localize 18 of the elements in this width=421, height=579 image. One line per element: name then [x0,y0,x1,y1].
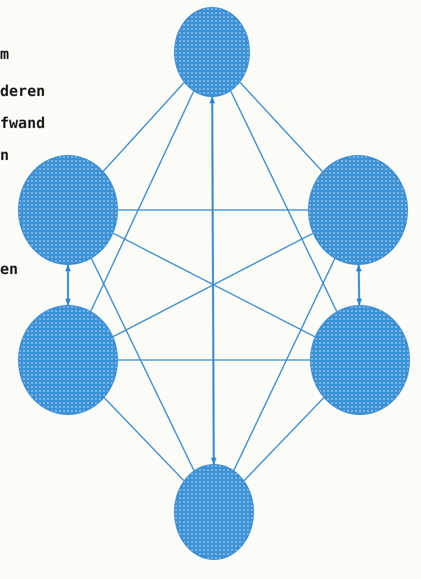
connector-line [90,258,195,471]
arrow [65,264,71,306]
connector-line [244,397,324,481]
connector-line [233,258,336,471]
connector-line [102,82,185,172]
text-fragment: n [0,148,10,163]
text-fragment: en [0,262,18,277]
connector-line [104,397,184,481]
arrow [209,96,217,465]
connector-line [230,90,338,312]
connector-line [118,359,310,361]
connector-line [240,82,323,172]
text-fragment: deren [0,84,46,99]
arrow [356,264,362,306]
text-fragment: m [0,47,10,62]
text-fragment: fwand [0,116,46,131]
connector-line [90,91,194,312]
connector-line [118,209,308,211]
